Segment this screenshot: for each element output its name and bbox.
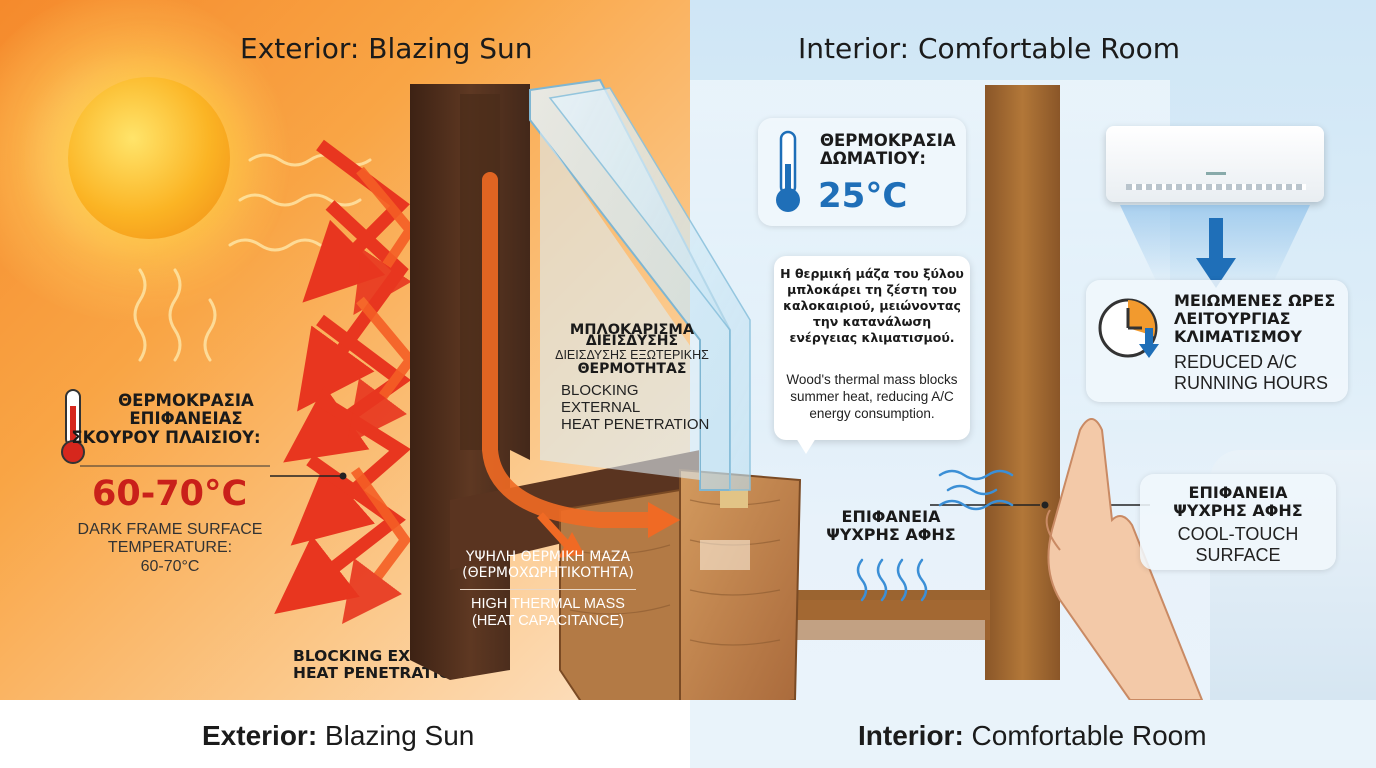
thermometer-cool-icon xyxy=(776,130,800,212)
blocking-heat-bottom-line2: HEAT PENETRATION xyxy=(293,664,465,683)
bubble-greek-text: Η θερμική μάζα του ξύλου μπλοκάρει τη ζέ… xyxy=(780,266,964,346)
ac-hours-gr-line3: ΚΛΙΜΑΤΙΣΜΟΥ xyxy=(1174,326,1302,346)
thermal-mass-en-line1: HIGH THERMAL MASS xyxy=(471,596,625,613)
bubble-english-text: Wood's thermal mass blocks summer heat, … xyxy=(780,372,964,423)
thermal-mass-en-line2: (HEAT CAPACITANCE) xyxy=(472,613,624,630)
clock-reduced-icon xyxy=(1098,298,1159,358)
exterior-title-top: Exterior: Blazing Sun xyxy=(240,32,533,65)
room-temp-label-line2: ΔΩΜΑΤΙΟΥ: xyxy=(820,149,926,169)
surface-temp-label-line1: ΘΕΡΜΟΚΡΑΣΙΑ xyxy=(118,391,254,410)
bubble-gr-line2: μπλοκάρει τη ζέστη του xyxy=(787,282,957,297)
cool-card-en-line2: SURFACE xyxy=(1195,544,1281,565)
cool-card-en-line1: COOL-TOUCH xyxy=(1177,524,1299,544)
ac-hours-card: ΜΕΙΩΜΕΝΕΣ ΩΡΕΣ ΛΕΙΤΟΥΡΓΙΑΣ ΚΛΙΜΑΤΙΣΜΟΥ R… xyxy=(1086,280,1348,402)
ac-hours-en-line2: RUNNING HOURS xyxy=(1174,372,1329,393)
interior-title-bottom: Interior: Comfortable Room xyxy=(858,720,1207,752)
room-temp-value: 25°C xyxy=(818,176,908,216)
room-temp-card: ΘΕΡΜΟΚΡΑΣΙΑ ΔΩΜΑΤΙΟΥ: 25°C xyxy=(758,118,966,226)
bubble-en-line1: Wood's thermal mass blocks xyxy=(786,372,958,387)
exterior-title-bottom-bold: Exterior: xyxy=(202,720,318,751)
thermometer-hot-icon xyxy=(61,389,85,464)
surface-temp-en-line3: 60-70°C xyxy=(140,557,200,575)
interior-title-top: Interior: Comfortable Room xyxy=(798,32,1180,65)
room-temp-label-line1: ΘΕΡΜΟΚΡΑΣΙΑ xyxy=(820,131,956,150)
frame-blocking-gr-line4: ΘΕΡΜΟΤΗΤΑΣ xyxy=(577,361,687,378)
bottom-caption-bar-right xyxy=(690,700,1376,768)
cool-card-gr-line1: ΕΠΙΦΑΝΕΙΑ xyxy=(1188,483,1288,502)
info-speech-bubble: Η θερμική μάζα του ξύλου μπλοκάρει τη ζέ… xyxy=(774,256,970,454)
surface-temp-value: 60-70°C xyxy=(92,474,248,514)
sun-icon xyxy=(68,77,230,239)
cool-touch-english: COOL-TOUCH SURFACE xyxy=(1140,524,1336,565)
heat-rays-graphic xyxy=(80,139,417,624)
surface-temp-english: DARK FRAME SURFACE TEMPERATURE: 60-70°C xyxy=(70,521,270,576)
ac-hours-gr-line1: ΜΕΙΩΜΕΝΕΣ ΩΡΕΣ xyxy=(1174,291,1336,310)
cool-center-line2: ΨΥΧΡΗΣ ΑΦΗΣ xyxy=(826,524,956,544)
cool-touch-greek: ΕΠΙΦΑΝΕΙΑ ΨΥΧΡΗΣ ΑΦΗΣ xyxy=(1140,484,1336,520)
cool-touch-center-label: ΕΠΙΦΑΝΕΙΑ ΨΥΧΡΗΣ ΑΦΗΣ xyxy=(816,508,966,544)
cool-touch-card: ΕΠΙΦΑΝΕΙΑ ΨΥΧΡΗΣ ΑΦΗΣ COOL-TOUCH SURFACE xyxy=(1140,474,1336,570)
bubble-gr-line5: ενέργειας κλιματισμού. xyxy=(789,330,955,345)
interior-title-bottom-rest: Comfortable Room xyxy=(963,720,1207,751)
exterior-title-bottom: Exterior: Blazing Sun xyxy=(202,720,474,752)
surface-temp-label: ΘΕΡΜΟΚΡΑΣΙΑ ΕΠΙΦΑΝΕΙΑΣ ΣΚΟΥΡΟΥ ΠΛΑΙΣΙΟΥ: xyxy=(71,391,276,447)
ac-down-arrow-icon xyxy=(1196,218,1236,288)
ac-hours-en-line1: REDUCED A/C xyxy=(1174,352,1298,372)
frame-blocking-en-line1: BLOCKING EXTERNAL xyxy=(561,381,641,417)
bubble-gr-line3: καλοκαιριού, μειώνοντας xyxy=(783,298,961,313)
thermal-mass-gr-line2: (ΘΕΡΜΟΧΩΡΗΤΙΚΟΤΗΤΑ) xyxy=(462,564,634,581)
ac-unit-icon xyxy=(1106,126,1324,202)
ac-hours-greek: ΜΕΙΩΜΕΝΕΣ ΩΡΕΣ ΛΕΙΤΟΥΡΓΙΑΣ ΚΛΙΜΑΤΙΣΜΟΥ xyxy=(1174,292,1335,346)
surface-temp-en-line1: DARK FRAME SURFACE xyxy=(77,521,263,538)
bubble-gr-line1: Η θερμική μάζα του ξύλου xyxy=(780,266,964,281)
ac-hours-gr-line2: ΛΕΙΤΟΥΡΓΙΑΣ xyxy=(1174,308,1291,328)
bubble-gr-line4: την κατανάλωση xyxy=(812,314,932,329)
surface-temp-en-line2: TEMPERATURE: xyxy=(107,539,233,557)
frame-blocking-label: ΜΠΛΟΚΑΡΙΣΜΑ ΔΙΕΙΣΔΥΣΗΣ ΔΙΕΙΣΔΥΣΗΣ ΕΞΩΤΕΡ… xyxy=(547,322,717,434)
window-frame-cross-section xyxy=(410,78,802,730)
cool-center-line1: ΕΠΙΦΑΝΕΙΑ xyxy=(841,507,941,526)
bubble-en-line2: summer heat, reducing A/C xyxy=(790,388,954,404)
surface-temp-label-line2: ΕΠΙΦΑΝΕΙΑΣ xyxy=(129,409,243,429)
hand-touch-graphic xyxy=(1045,418,1204,700)
interior-title-bottom-bold: Interior: xyxy=(858,720,964,751)
cool-card-gr-line2: ΨΥΧΡΗΣ ΑΦΗΣ xyxy=(1173,500,1303,520)
thermal-mass-label: ΥΨΗΛΗ ΘΕΡΜΙΚΗ ΜΑΖΑ (ΘΕΡΜΟΧΩΡΗΤΙΚΟΤΗΤΑ) H… xyxy=(450,549,646,630)
frame-blocking-en-line2: HEAT PENETRATION xyxy=(561,416,710,434)
bubble-en-line3: energy consumption. xyxy=(809,405,935,421)
frame-blocking-gr-line1: ΜΠΛΟΚΑΡΙΣΜΑ xyxy=(569,322,695,338)
exterior-title-bottom-rest: Blazing Sun xyxy=(317,720,475,751)
ac-hours-english: REDUCED A/C RUNNING HOURS xyxy=(1174,352,1328,393)
thermal-mass-gr-line1: ΥΨΗΛΗ ΘΕΡΜΙΚΗ ΜΑΖΑ xyxy=(465,549,631,565)
surface-temp-label-line3: ΣΚΟΥΡΟΥ ΠΛΑΙΣΙΟΥ: xyxy=(71,427,261,447)
frame-blocking-gr-line3: ΔΙΕΙΣΔΥΣΗΣ ΕΞΩΤΕΡΙΚΗΣ xyxy=(555,347,709,362)
room-temp-label: ΘΕΡΜΟΚΡΑΣΙΑ ΔΩΜΑΤΙΟΥ: xyxy=(820,131,956,169)
frame-blocking-gr-line2: ΔΙΕΙΣΔΥΣΗΣ xyxy=(585,333,679,350)
